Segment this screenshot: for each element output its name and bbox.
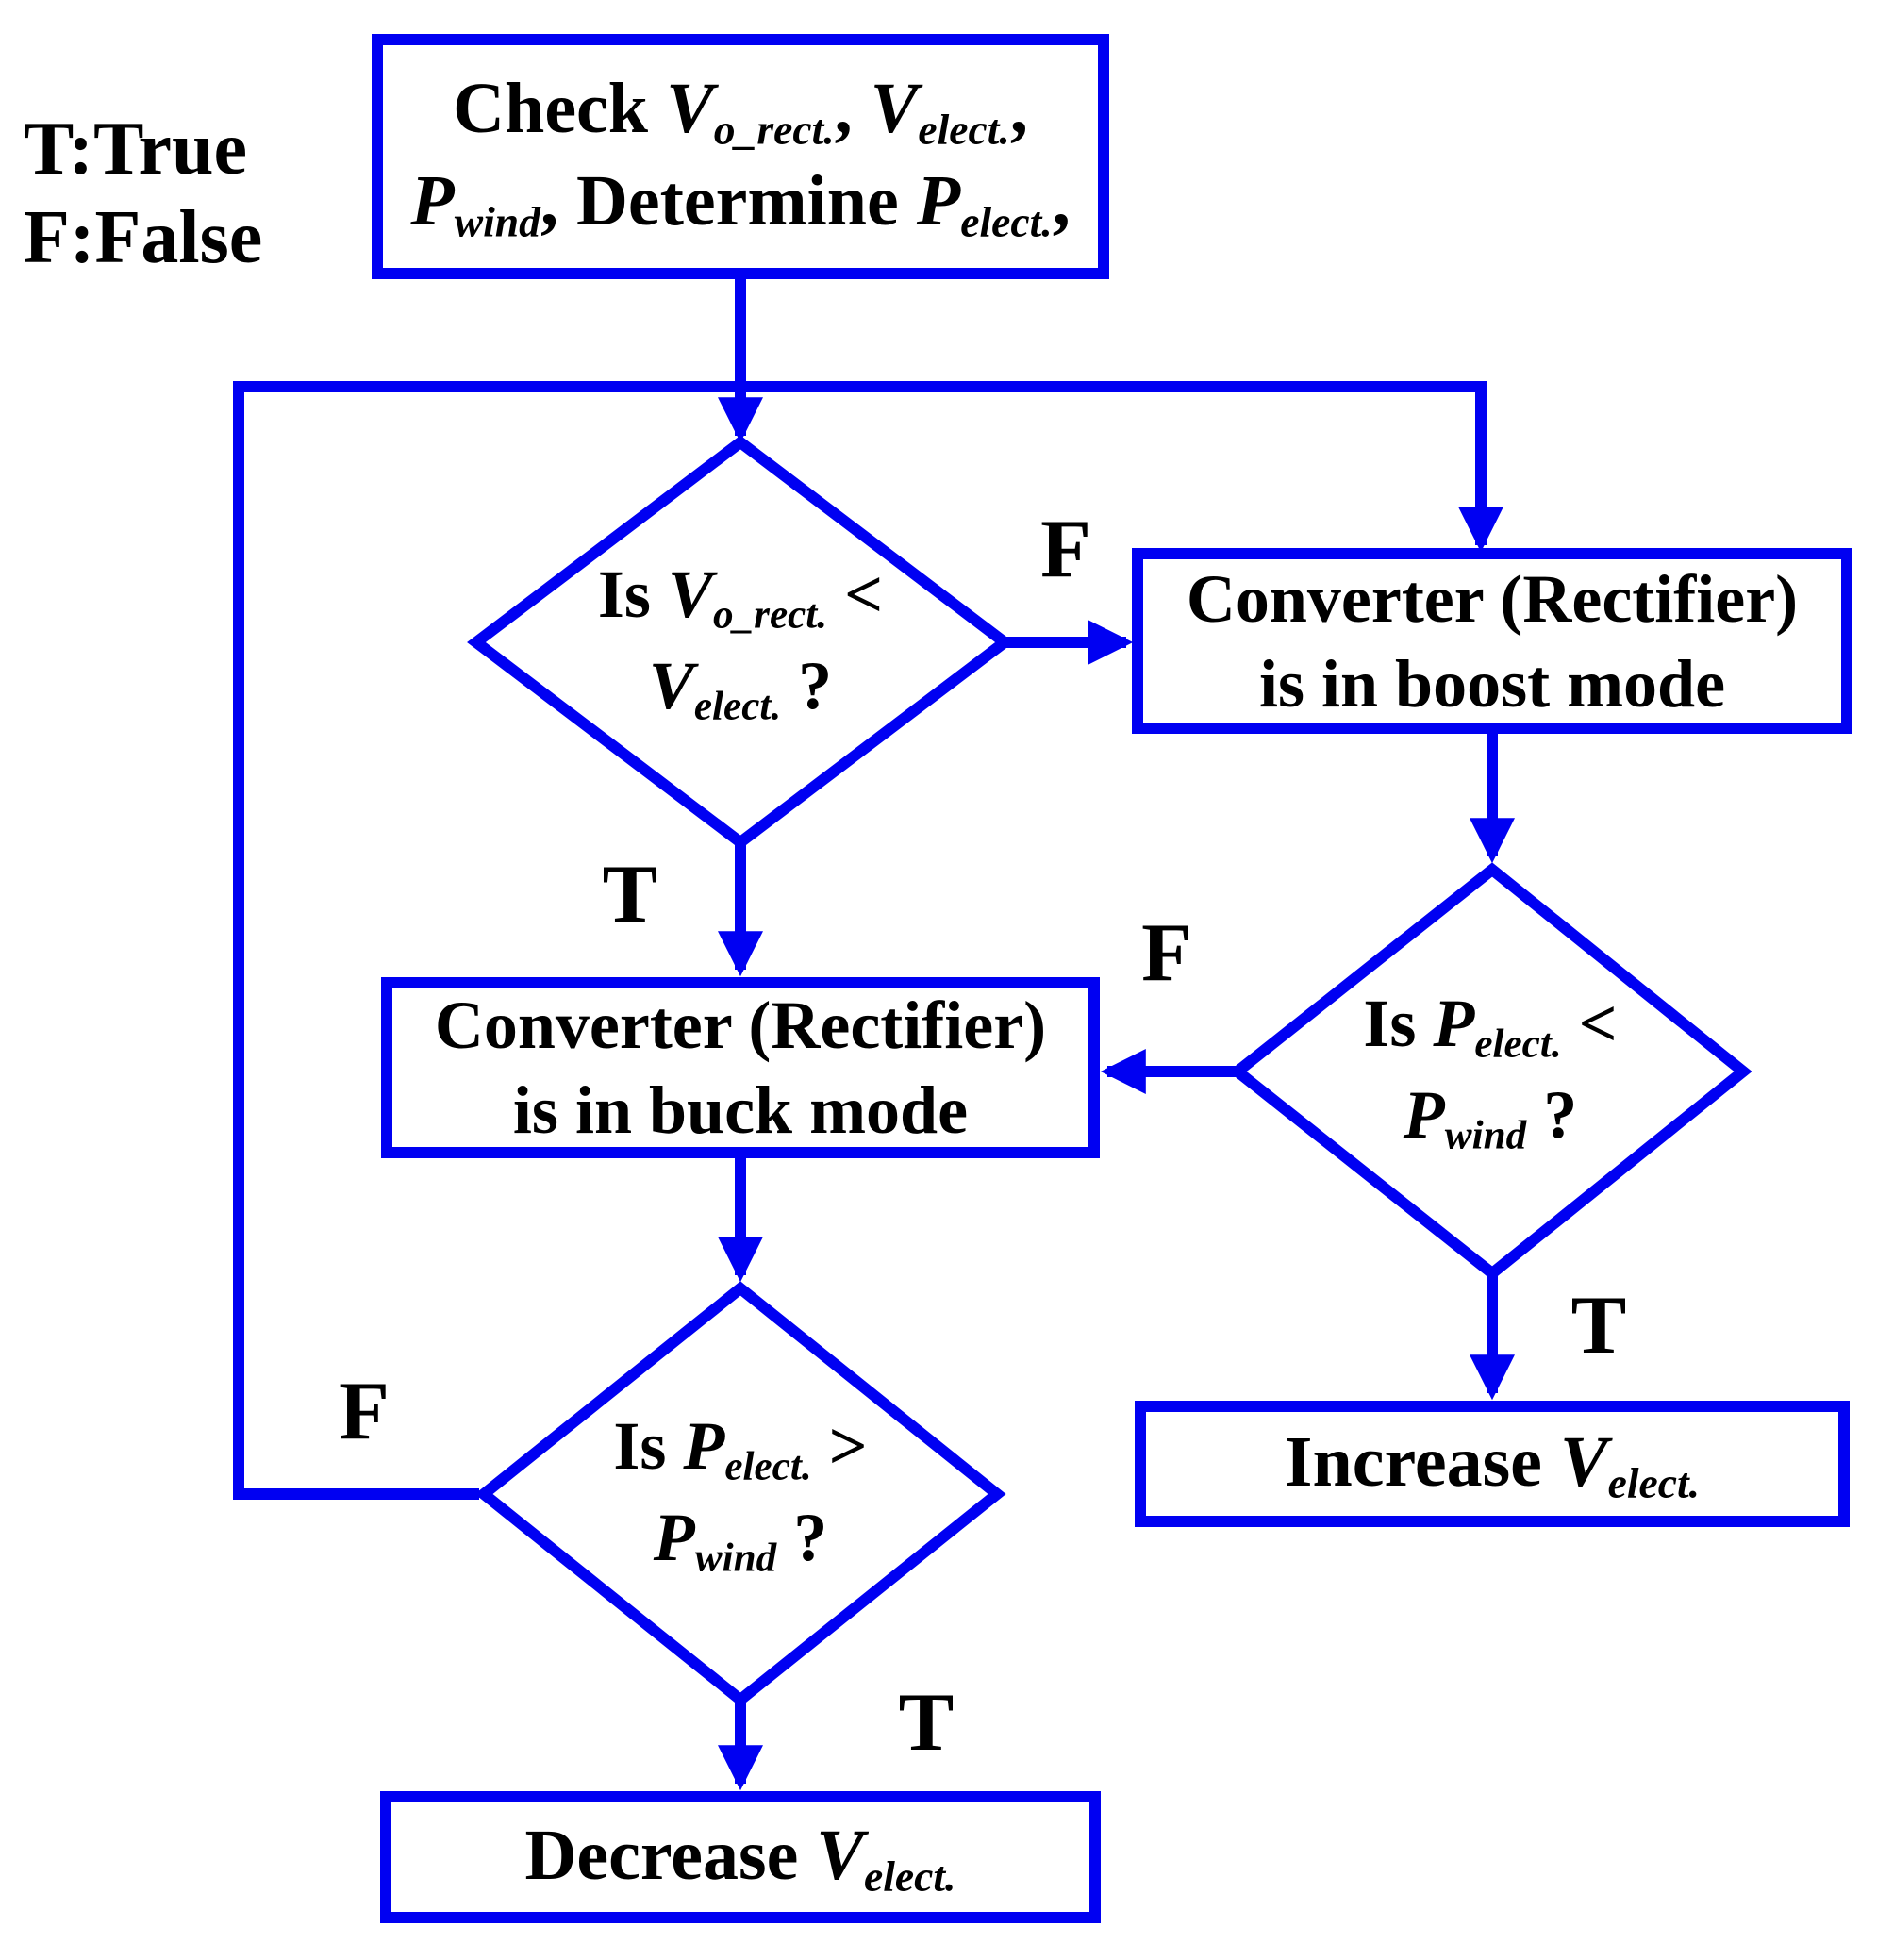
increase-velect-box-shape — [1135, 1401, 1850, 1527]
text-segment: wind — [694, 1536, 777, 1581]
text-segment: , — [1052, 161, 1071, 241]
text-segment: V — [870, 68, 919, 148]
text-segment: Decrease — [524, 1815, 817, 1895]
decision-pelect-gt-pwind-shape — [474, 1281, 1006, 1707]
text-segment: P — [653, 1500, 695, 1575]
text-segment: P — [1433, 986, 1475, 1062]
text-segment: elect. — [864, 1852, 956, 1901]
decision-pelect-gt-pwind-label: Is Pelect. > Pwind ? — [484, 1376, 997, 1612]
text-segment: V — [667, 556, 713, 633]
text-segment: V — [666, 68, 714, 148]
text-segment: V — [648, 648, 694, 723]
text-segment: Check — [453, 68, 667, 148]
edge-label-d1-false: F — [1040, 503, 1091, 595]
buck-mode-box-shape — [381, 977, 1100, 1158]
text-segment: o_rect. — [713, 105, 835, 154]
text-segment: ? — [776, 1500, 828, 1575]
text-segment: V — [816, 1815, 864, 1895]
text-segment: ? — [781, 648, 833, 723]
buck-line2: is in buck mode — [512, 1072, 969, 1148]
text-segment: o_rect. — [712, 592, 828, 638]
text-segment: Is — [613, 1408, 684, 1485]
d2-line1: Is Pelect. < — [1363, 980, 1617, 1071]
decrease-velect-box-label: Decrease Velect. — [395, 1800, 1086, 1915]
text-segment: elect. — [724, 1444, 812, 1489]
boost-mode-box-label: Converter (Rectifier) is in boost mode — [1147, 561, 1837, 722]
decision-vorect-velect-shape — [467, 435, 1014, 850]
legend-true: T:True — [24, 108, 247, 191]
check-box-line1: Check Vo_rect., Velect., — [453, 64, 1028, 157]
edge-label-d3-false: F — [339, 1365, 390, 1457]
buck-line1: Converter (Rectifier) — [434, 988, 1047, 1063]
edge-label-d3-true: T — [898, 1676, 955, 1769]
text-segment: elect. — [1474, 1022, 1562, 1067]
boost-line1: Converter (Rectifier) — [1186, 560, 1799, 637]
text-segment: , — [834, 68, 871, 148]
boost-mode-box-shape — [1132, 548, 1852, 734]
check-box-label: Check Vo_rect., Velect., Pwind, Determin… — [387, 52, 1094, 261]
text-segment: elect. — [1607, 1458, 1701, 1507]
d3-line1: Is Pelect. > — [613, 1403, 867, 1494]
text-segment: , — [1009, 68, 1028, 148]
text-segment: Is — [597, 556, 668, 633]
text-segment: elect. — [693, 684, 782, 729]
text-segment: wind — [454, 197, 540, 246]
decision-vorect-velect-label: Is Vo_rect. < Velect. ? — [476, 524, 1005, 760]
text-segment: Increase — [1284, 1421, 1560, 1502]
text-segment: < — [1561, 986, 1618, 1062]
text-segment: > — [811, 1408, 868, 1485]
text-segment: P — [916, 161, 961, 241]
check-box-line2: Pwind, Determine Pelect., — [410, 157, 1070, 249]
text-segment: P — [683, 1408, 725, 1485]
legend: T:True F:False — [24, 106, 262, 282]
text-segment: P — [1403, 1077, 1445, 1153]
edge-label-d2-true: T — [1570, 1279, 1627, 1371]
text-segment: P — [410, 161, 455, 241]
edge-label-d2-false: F — [1141, 906, 1192, 999]
text-segment: , Determine — [540, 161, 917, 241]
text-segment: wind — [1444, 1113, 1527, 1158]
text-segment: elect. — [918, 105, 1010, 154]
buck-mode-box-label: Converter (Rectifier) is in buck mode — [396, 988, 1085, 1148]
d3-line2: Pwind ? — [654, 1494, 827, 1586]
legend-false: F:False — [24, 195, 263, 279]
text-segment: < — [827, 556, 884, 633]
text-segment: ? — [1526, 1077, 1578, 1153]
d1-line2: Velect. ? — [649, 642, 832, 734]
boost-line2: is in boost mode — [1258, 645, 1726, 722]
edge-label-d1-true: T — [602, 848, 658, 940]
check-box-shape — [372, 34, 1109, 279]
text-segment: elect. — [960, 197, 1053, 246]
d1-line1: Is Vo_rect. < — [598, 551, 883, 642]
decision-pelect-lt-pwind-shape — [1228, 862, 1752, 1281]
increase-line1: Increase Velect. — [1285, 1418, 1700, 1510]
decision-pelect-lt-pwind-label: Is Pelect. < Pwind ? — [1237, 954, 1743, 1189]
decrease-line1: Decrease Velect. — [525, 1811, 956, 1903]
increase-velect-box-label: Increase Velect. — [1150, 1409, 1835, 1519]
text-segment: V — [1559, 1421, 1608, 1502]
d2-line2: Pwind ? — [1404, 1071, 1577, 1163]
text-segment: Is — [1363, 986, 1434, 1062]
node-shape-group — [372, 34, 1852, 1923]
connector-group — [233, 272, 1515, 1791]
connector-loop-rail-to-boost — [233, 381, 1503, 1500]
decrease-velect-box-shape — [380, 1791, 1101, 1923]
